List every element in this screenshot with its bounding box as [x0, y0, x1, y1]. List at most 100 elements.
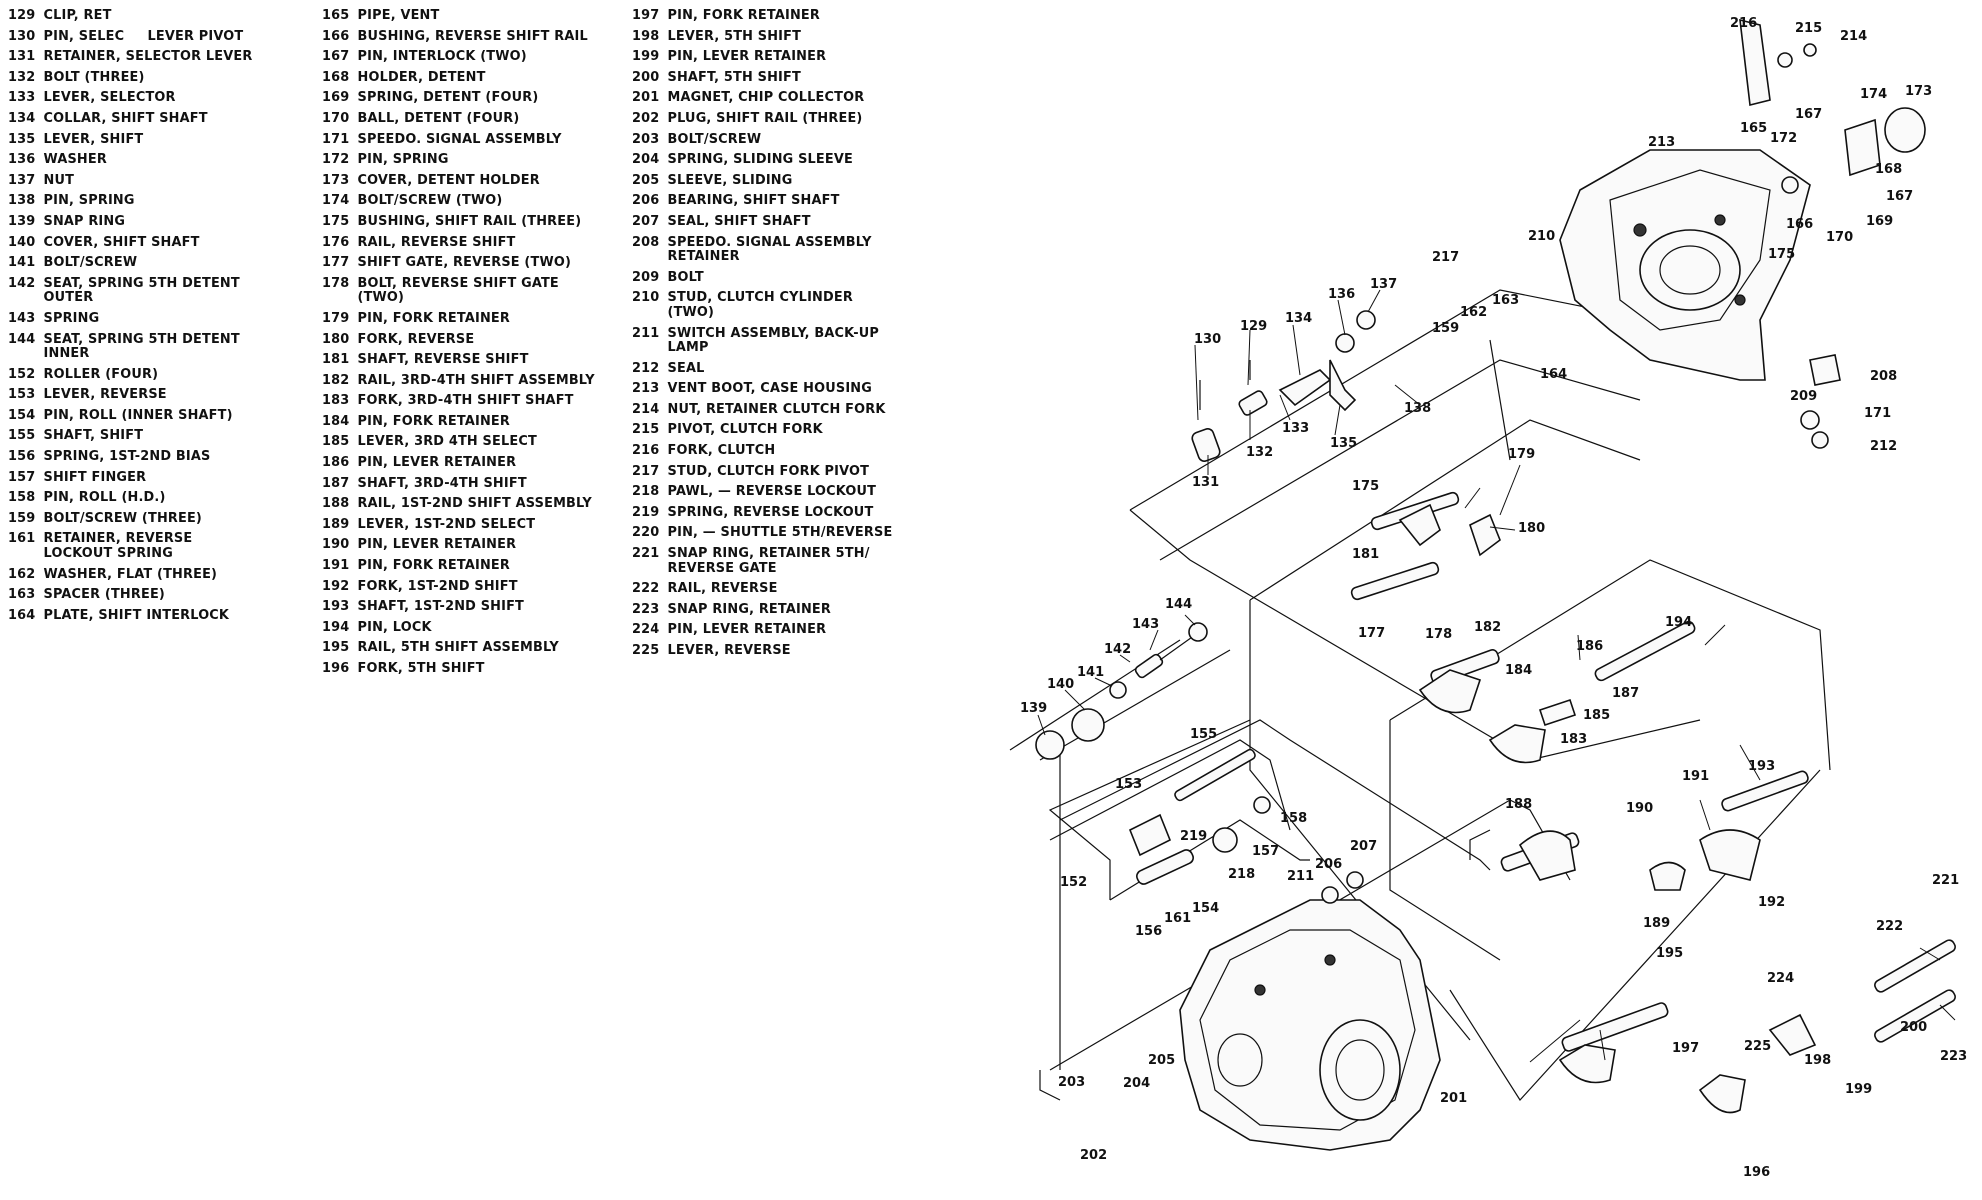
callout-210: 210 — [1528, 229, 1555, 244]
legend-item-description: RETAINER, SELECTOR LEVER — [43, 49, 253, 65]
callout-184: 184 — [1505, 663, 1532, 678]
callout-218: 218 — [1228, 867, 1255, 882]
legend-item-description: NUT, RETAINER CLUTCH FORK — [667, 401, 886, 417]
callout-200: 200 — [1900, 1020, 1927, 1035]
legend-item-number: 131 — [8, 49, 36, 65]
legend-item-description: SEAT, SPRING 5TH DETENT OUTER — [43, 275, 240, 306]
legend-item-description: BOLT/SCREW — [43, 255, 138, 271]
legend-item-number: 190 — [322, 537, 350, 553]
legend-item-description: LEVER, SHIFT — [43, 131, 144, 147]
legend-item-description: SPEEDO. SIGNAL ASSEMBLY RETAINER — [667, 234, 872, 265]
legend-item-description: MAGNET, CHIP COLLECTOR — [667, 90, 865, 106]
legend-item-number: 213 — [632, 381, 660, 397]
legend-item-description: SNAP RING — [43, 213, 126, 229]
legend-item-description: SHAFT, REVERSE SHIFT — [357, 352, 529, 368]
callout-159: 159 — [1432, 321, 1459, 336]
legend-item-description: SHIFT FINGER — [43, 469, 147, 485]
callout-137: 137 — [1370, 277, 1397, 292]
legend-item-description: SNAP RING, RETAINER — [667, 601, 832, 617]
callout-143: 143 — [1132, 617, 1159, 632]
legend-item-description: PIN, — SHUTTLE 5TH/REVERSE — [667, 525, 893, 541]
legend-item-description: HOLDER, DETENT — [357, 69, 486, 85]
legend-item-223: 223 SNAP RING, RETAINER — [632, 600, 949, 621]
legend-item-description: SHIFT GATE, REVERSE (TWO) — [357, 255, 572, 271]
legend-item-number: 209 — [632, 269, 660, 285]
legend-item-description: PIN, LEVER RETAINER — [667, 49, 827, 65]
legend-item-number: 211 — [632, 325, 660, 341]
legend-item-description: LEVER, REVERSE — [667, 643, 791, 658]
legend-item-number: 201 — [632, 90, 660, 106]
callout-186: 186 — [1576, 639, 1603, 654]
callout-167b: 167 — [1886, 189, 1913, 204]
callout-142: 142 — [1104, 642, 1131, 657]
callout-219: 219 — [1180, 829, 1207, 844]
legend-item-number: 225 — [632, 643, 660, 658]
legend-item-description: WASHER, FLAT (THREE) — [43, 566, 218, 582]
callout-162: 162 — [1460, 305, 1487, 320]
callout-168: 168 — [1875, 162, 1902, 177]
legend-item-number: 203 — [632, 131, 660, 147]
callout-221: 221 — [1932, 873, 1959, 888]
fifth-shift-group — [1558, 939, 1956, 1114]
legend-item-description: SLEEVE, SLIDING — [667, 172, 793, 188]
callout-158: 158 — [1280, 811, 1307, 826]
legend-item-description: BOLT/SCREW (THREE) — [43, 510, 202, 526]
legend-item-number: 171 — [322, 131, 350, 147]
callout-188: 188 — [1505, 797, 1532, 812]
legend-item-number: 191 — [322, 558, 350, 574]
callout-157: 157 — [1252, 844, 1279, 859]
legend-item-number: 218 — [632, 484, 660, 500]
legend-item-number: 138 — [8, 193, 36, 209]
legend-item-number: 139 — [8, 213, 36, 229]
legend-item-description: PIN, FORK RETAINER — [667, 8, 820, 23]
callout-177: 177 — [1358, 626, 1385, 641]
legend-item-description: PIN, LEVER RETAINER — [667, 622, 827, 638]
callout-206: 206 — [1315, 857, 1342, 872]
callout-187: 187 — [1612, 686, 1639, 701]
legend-item-number: 179 — [322, 310, 350, 326]
callout-169: 169 — [1866, 214, 1893, 229]
legend-item-description: SWITCH ASSEMBLY, BACK-UP LAMP — [667, 325, 880, 356]
callout-215: 215 — [1795, 21, 1822, 36]
callout-196: 196 — [1743, 1165, 1770, 1180]
legend-item-description: SNAP RING, RETAINER 5TH/ REVERSE GATE — [667, 546, 870, 576]
legend-item-number: 199 — [632, 49, 660, 65]
callout-153: 153 — [1115, 777, 1142, 792]
legend-item-description: COVER, DETENT HOLDER — [357, 172, 540, 188]
callout-154: 154 — [1192, 901, 1219, 916]
callout-180: 180 — [1518, 521, 1545, 536]
rear-housing — [1559, 149, 1811, 381]
legend-item-number: 223 — [632, 601, 660, 617]
callout-198: 198 — [1804, 1053, 1831, 1068]
callout-178: 178 — [1425, 627, 1452, 642]
legend-item-number: 180 — [322, 331, 350, 347]
legend-item-number: 206 — [632, 193, 660, 209]
legend-item-number: 161 — [8, 531, 36, 547]
legend-item-description: PIN, LEVER RETAINER — [357, 537, 517, 553]
legend-item-number: 196 — [322, 661, 350, 676]
legend-item-number: 187 — [322, 475, 350, 491]
legend-item-description: LEVER, 3RD 4TH SELECT — [357, 434, 537, 450]
legend-item-138: 138 PIN, SPRING — [8, 191, 315, 212]
legend-item-description: PIN, SPRING — [43, 193, 135, 209]
callout-217: 217 — [1432, 250, 1459, 265]
legend-item-description: PIVOT, CLUTCH FORK — [667, 422, 823, 438]
